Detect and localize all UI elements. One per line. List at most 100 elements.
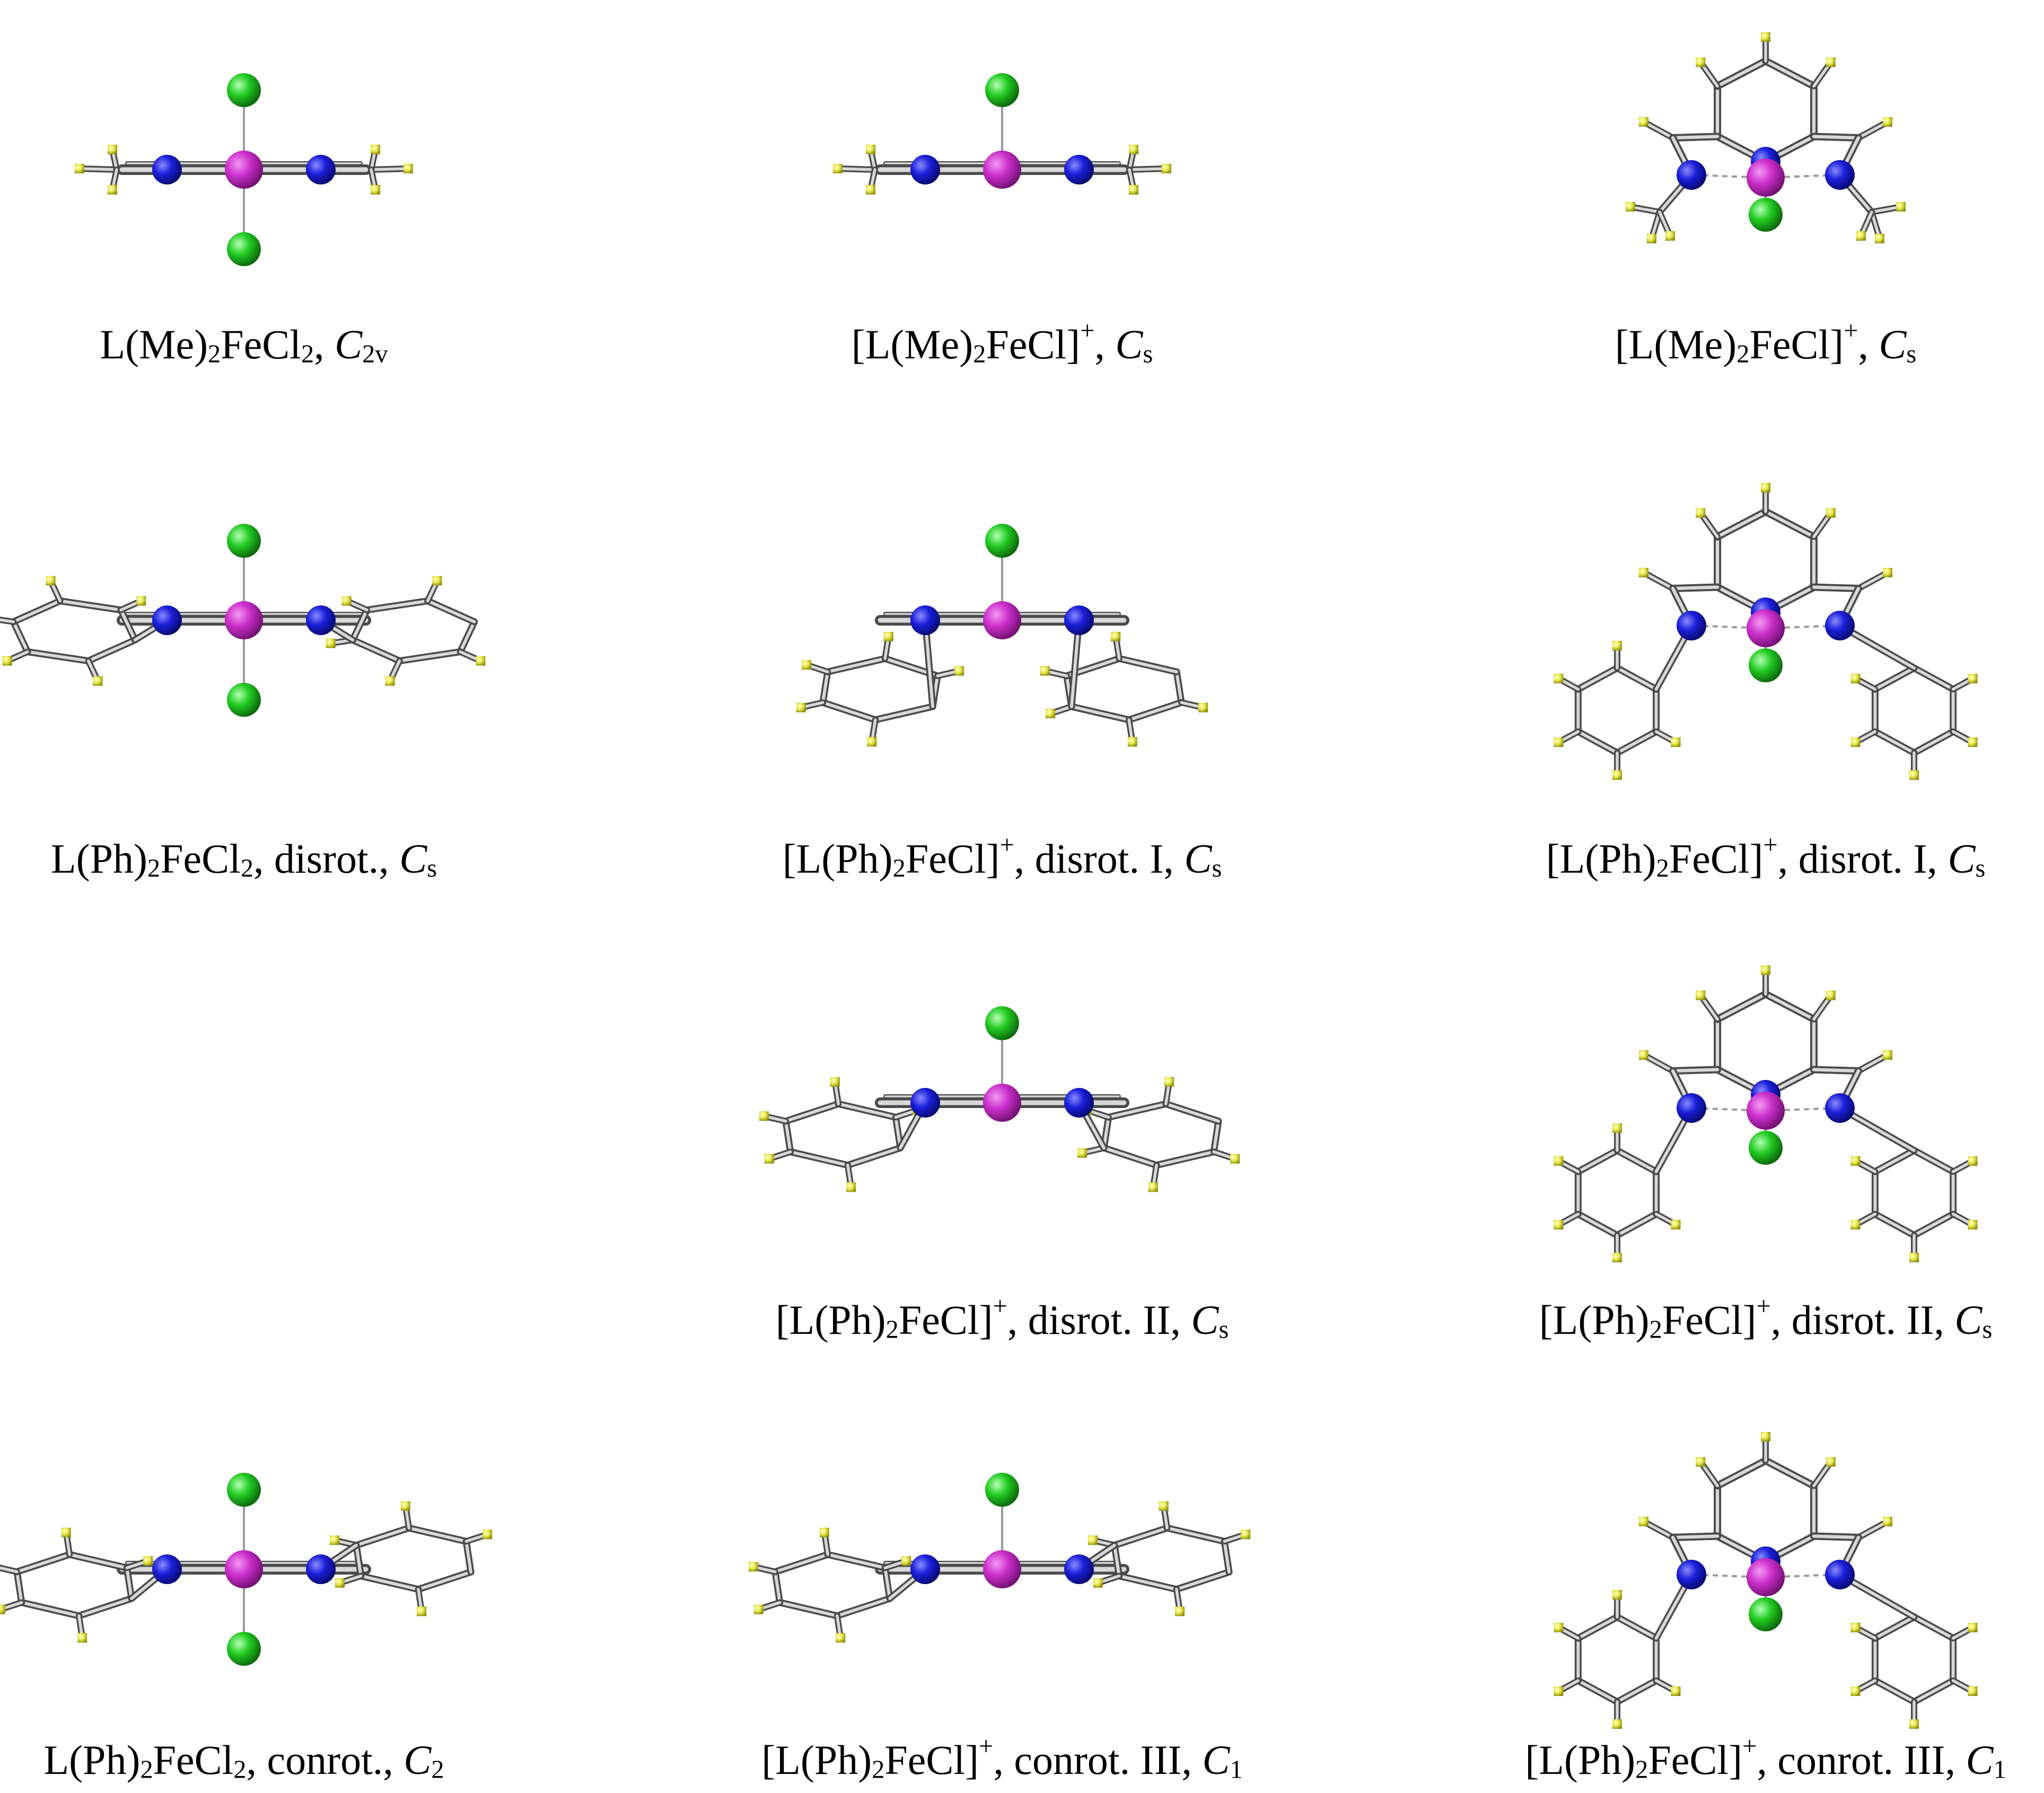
hydrogen-atom xyxy=(1129,185,1138,195)
bond-highlight xyxy=(1223,1540,1231,1574)
nitrogen-atom xyxy=(306,605,336,635)
hydrogen-atom xyxy=(1696,57,1706,67)
iron-atom xyxy=(225,601,263,639)
bond-highlight xyxy=(125,1566,133,1601)
caption-fragment: C xyxy=(335,321,363,367)
hydrogen-atom xyxy=(1230,1154,1240,1164)
nitrogen-atom xyxy=(1825,1093,1855,1123)
hydrogen-atom xyxy=(476,656,486,666)
caption-fragment: , disrot., xyxy=(253,836,400,882)
hydrogen-atom xyxy=(1671,1220,1681,1230)
hydrogen-atom xyxy=(385,676,395,686)
bond-highlight xyxy=(1642,120,1674,139)
hydrogen-atom xyxy=(1696,508,1706,518)
bond-highlight xyxy=(846,1146,902,1167)
iron-atom xyxy=(1747,159,1785,197)
caption-r3-c0: L(Ph)2FeCl2, conrot., C2 xyxy=(0,1734,562,1787)
hydrogen-atom xyxy=(753,1604,764,1614)
hydrogen-atom xyxy=(0,1604,5,1614)
bond-highlight xyxy=(1857,571,1889,590)
hydrogen-atom xyxy=(483,1530,493,1540)
caption-fragment: C xyxy=(1115,321,1143,367)
hydrogen-atom xyxy=(901,1556,911,1566)
hydrogen-atom xyxy=(1696,990,1706,1000)
caption-fragment: FeCl xyxy=(221,321,301,367)
bond-highlight xyxy=(883,1566,891,1601)
chlorine-atom xyxy=(985,73,1019,107)
hydrogen-atom xyxy=(326,638,336,648)
caption-fragment: 1 xyxy=(1993,1755,2006,1784)
molecule-r3-c2 xyxy=(1554,1432,1978,1729)
bond-highlight xyxy=(1175,670,1183,705)
bond-highlight xyxy=(351,608,369,642)
hydrogen-atom xyxy=(1129,145,1138,154)
caption-fragment: C xyxy=(1954,1297,1982,1343)
bond-highlight xyxy=(359,1574,420,1591)
hydrogen-atom xyxy=(1826,57,1836,67)
hydrogen-atom xyxy=(1850,1220,1861,1230)
nitrogen-atom xyxy=(1064,1088,1094,1118)
bond-highlight xyxy=(1576,1149,1619,1173)
bond-highlight xyxy=(464,1540,472,1574)
nitrogen-atom xyxy=(1677,1560,1706,1589)
hydrogen-atom xyxy=(1639,1050,1648,1060)
chlorine-atom xyxy=(227,73,261,107)
hydrogen-atom xyxy=(1111,631,1121,641)
hydrogen-atom xyxy=(802,660,812,670)
bond-highlight xyxy=(1671,1068,1720,1073)
bond-highlight xyxy=(1715,992,1768,1021)
caption-fragment: L(Ph) xyxy=(50,836,147,882)
hydrogen-atom xyxy=(1968,1220,1978,1230)
caption-fragment: C xyxy=(1191,1297,1219,1343)
caption-fragment: , conrot. III, xyxy=(993,1737,1203,1783)
caption-fragment: L(Ph) xyxy=(43,1737,141,1783)
bond-highlight xyxy=(774,1570,782,1604)
caption-fragment: FeCl] xyxy=(898,1297,993,1343)
bond-highlight xyxy=(1070,705,1131,722)
bond-highlight xyxy=(826,1553,887,1570)
chlorine-atom xyxy=(1749,1597,1783,1631)
molecule-r3-c1 xyxy=(749,1473,1251,1643)
hydrogen-atom xyxy=(1088,1535,1098,1545)
bond-highlight xyxy=(1873,730,1916,754)
caption-fragment: 2 xyxy=(431,1755,444,1784)
caption-fragment: , xyxy=(314,321,335,367)
bond-highlight xyxy=(1164,1102,1220,1123)
caption-fragment: 2 xyxy=(885,1315,899,1344)
hydrogen-atom xyxy=(341,596,352,606)
hydrogen-atom xyxy=(46,576,56,586)
hydrogen-atom xyxy=(1175,1606,1185,1616)
bond-highlight xyxy=(1764,1458,1816,1488)
hydrogen-atom xyxy=(1554,1220,1564,1230)
hydrogen-atom xyxy=(143,1556,153,1566)
hydrogen-atom xyxy=(1612,641,1622,651)
caption-fragment: 2 xyxy=(872,1755,885,1784)
molecule-r0-c0 xyxy=(75,73,413,266)
nitrogen-atom xyxy=(306,1554,336,1584)
nitrogen-atom xyxy=(1825,611,1855,640)
bond-highlight xyxy=(1212,1119,1220,1154)
caption-fragment: FeCl xyxy=(153,1737,234,1783)
bond-highlight xyxy=(355,1526,411,1547)
caption-fragment: + xyxy=(979,1732,994,1761)
bond-highlight xyxy=(12,620,29,654)
bond-highlight xyxy=(1642,1520,1674,1539)
bond-highlight xyxy=(1576,730,1619,754)
nitrogen-atom xyxy=(152,605,182,635)
hydrogen-atom xyxy=(1626,202,1635,212)
iron-atom xyxy=(983,601,1021,639)
hydrogen-atom xyxy=(1850,1686,1861,1697)
caption-fragment: s xyxy=(1143,340,1153,368)
bond-highlight xyxy=(774,1553,830,1574)
hydrogen-atom xyxy=(1968,1686,1978,1697)
caption-fragment: 2 xyxy=(147,854,161,883)
bond-highlight xyxy=(1873,1615,1916,1640)
bond-highlight xyxy=(77,1597,133,1618)
caption-fragment: C xyxy=(1202,1737,1230,1783)
caption-fragment: 2 xyxy=(240,854,254,883)
caption-fragment: C xyxy=(1966,1737,1994,1783)
caption-fragment: [L(Ph) xyxy=(1546,836,1656,882)
caption-fragment: s xyxy=(427,854,437,883)
hydrogen-atom xyxy=(1612,1253,1622,1262)
caption-r2-c1: [L(Ph)2FeCl]+, disrot. II, Cs xyxy=(684,1294,1320,1347)
